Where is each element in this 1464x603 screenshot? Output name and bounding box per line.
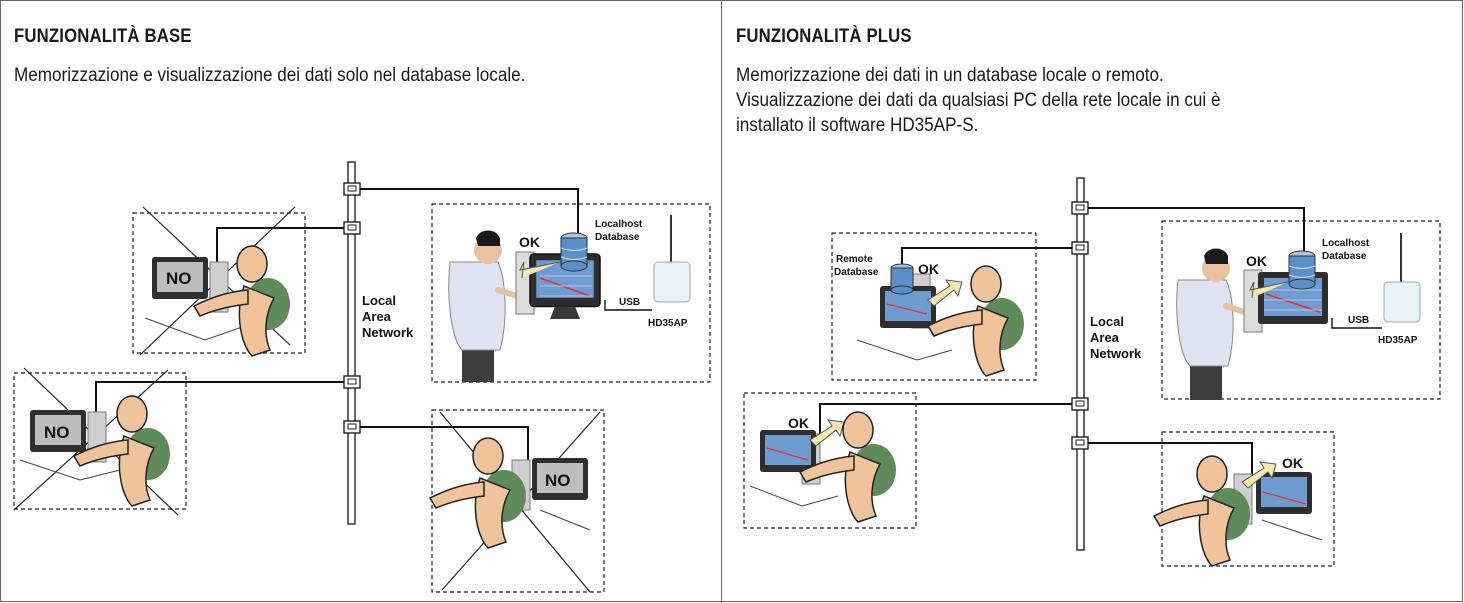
usb-label: USB — [1348, 315, 1369, 326]
db-label-1: Localhost — [595, 219, 643, 230]
user-figure — [193, 245, 291, 357]
client-2: OK — [749, 411, 897, 523]
status-ok: OK — [1282, 455, 1303, 471]
lan-label-2: Area — [1090, 330, 1120, 345]
client-1: NO — [139, 206, 296, 357]
db-label-1: Localhost — [1322, 238, 1370, 249]
lan-backbone — [347, 161, 356, 525]
client-box-3 — [1161, 431, 1335, 567]
status-ok: OK — [918, 261, 939, 277]
network-diagram: Local Area Network — [743, 177, 1441, 567]
database-icon — [560, 232, 588, 272]
database-icon — [890, 263, 914, 295]
status-no: NO — [545, 471, 571, 490]
usb-label: USB — [619, 297, 640, 308]
server-workstation: OK Localhost Database USB HD35AP — [1176, 233, 1421, 400]
panel-description: Memorizzazione e visualizzazione dei dat… — [14, 65, 526, 86]
client-3: NO — [429, 411, 601, 593]
client-2: NO — [13, 367, 179, 516]
user-figure — [429, 437, 527, 549]
user-figure — [927, 265, 1025, 377]
user-figure — [1153, 455, 1251, 567]
client-box-2 — [743, 392, 917, 529]
lan-label-2: Area — [362, 309, 392, 324]
server-box — [431, 203, 711, 383]
database-icon — [1288, 250, 1316, 290]
remote-db-label-1: Remote — [836, 254, 873, 265]
client-box-1 — [132, 212, 306, 354]
hd35ap-device-icon — [1383, 233, 1421, 323]
device-label: HD35AP — [1378, 335, 1418, 346]
db-label-2: Database — [1322, 251, 1367, 262]
remote-db-label-2: Database — [834, 267, 879, 278]
server-workstation: OK Localhost Database USB HD35AP — [448, 215, 691, 382]
lan-label-3: Network — [1090, 346, 1142, 361]
remote-db-client-box — [831, 232, 1037, 381]
panel-divider — [721, 0, 722, 603]
client-3: OK — [1153, 455, 1323, 567]
device-label: HD35AP — [648, 318, 688, 329]
status-no: NO — [44, 423, 70, 442]
db-label-2: Database — [595, 232, 640, 243]
panel-description: Memorizzazione dei dati in un database l… — [736, 65, 1221, 136]
panel-plus: FUNZIONALITÀ PLUS Memorizzazione dei dat… — [722, 0, 1464, 603]
ok-label: OK — [519, 234, 540, 250]
client-remote-db: Remote Database OK — [834, 254, 1025, 377]
panel-base: FUNZIONALITÀ BASE Memorizzazione e visua… — [0, 0, 721, 603]
lan-label-1: Local — [362, 293, 396, 308]
panel-title: FUNZIONALITÀ BASE — [14, 26, 192, 47]
hd35ap-device-icon — [653, 215, 691, 303]
user-figure — [799, 411, 897, 523]
panel-title: FUNZIONALITÀ PLUS — [736, 26, 912, 47]
client-box-2 — [13, 372, 187, 510]
lan-label-1: Local — [1090, 314, 1124, 329]
status-no: NO — [166, 269, 192, 288]
lan-label-3: Network — [362, 325, 414, 340]
status-ok: OK — [788, 415, 809, 431]
server-box — [1161, 220, 1441, 400]
network-diagram: Local Area Network — [13, 161, 711, 593]
lan-backbone — [1076, 177, 1085, 551]
ok-label: OK — [1246, 253, 1267, 269]
